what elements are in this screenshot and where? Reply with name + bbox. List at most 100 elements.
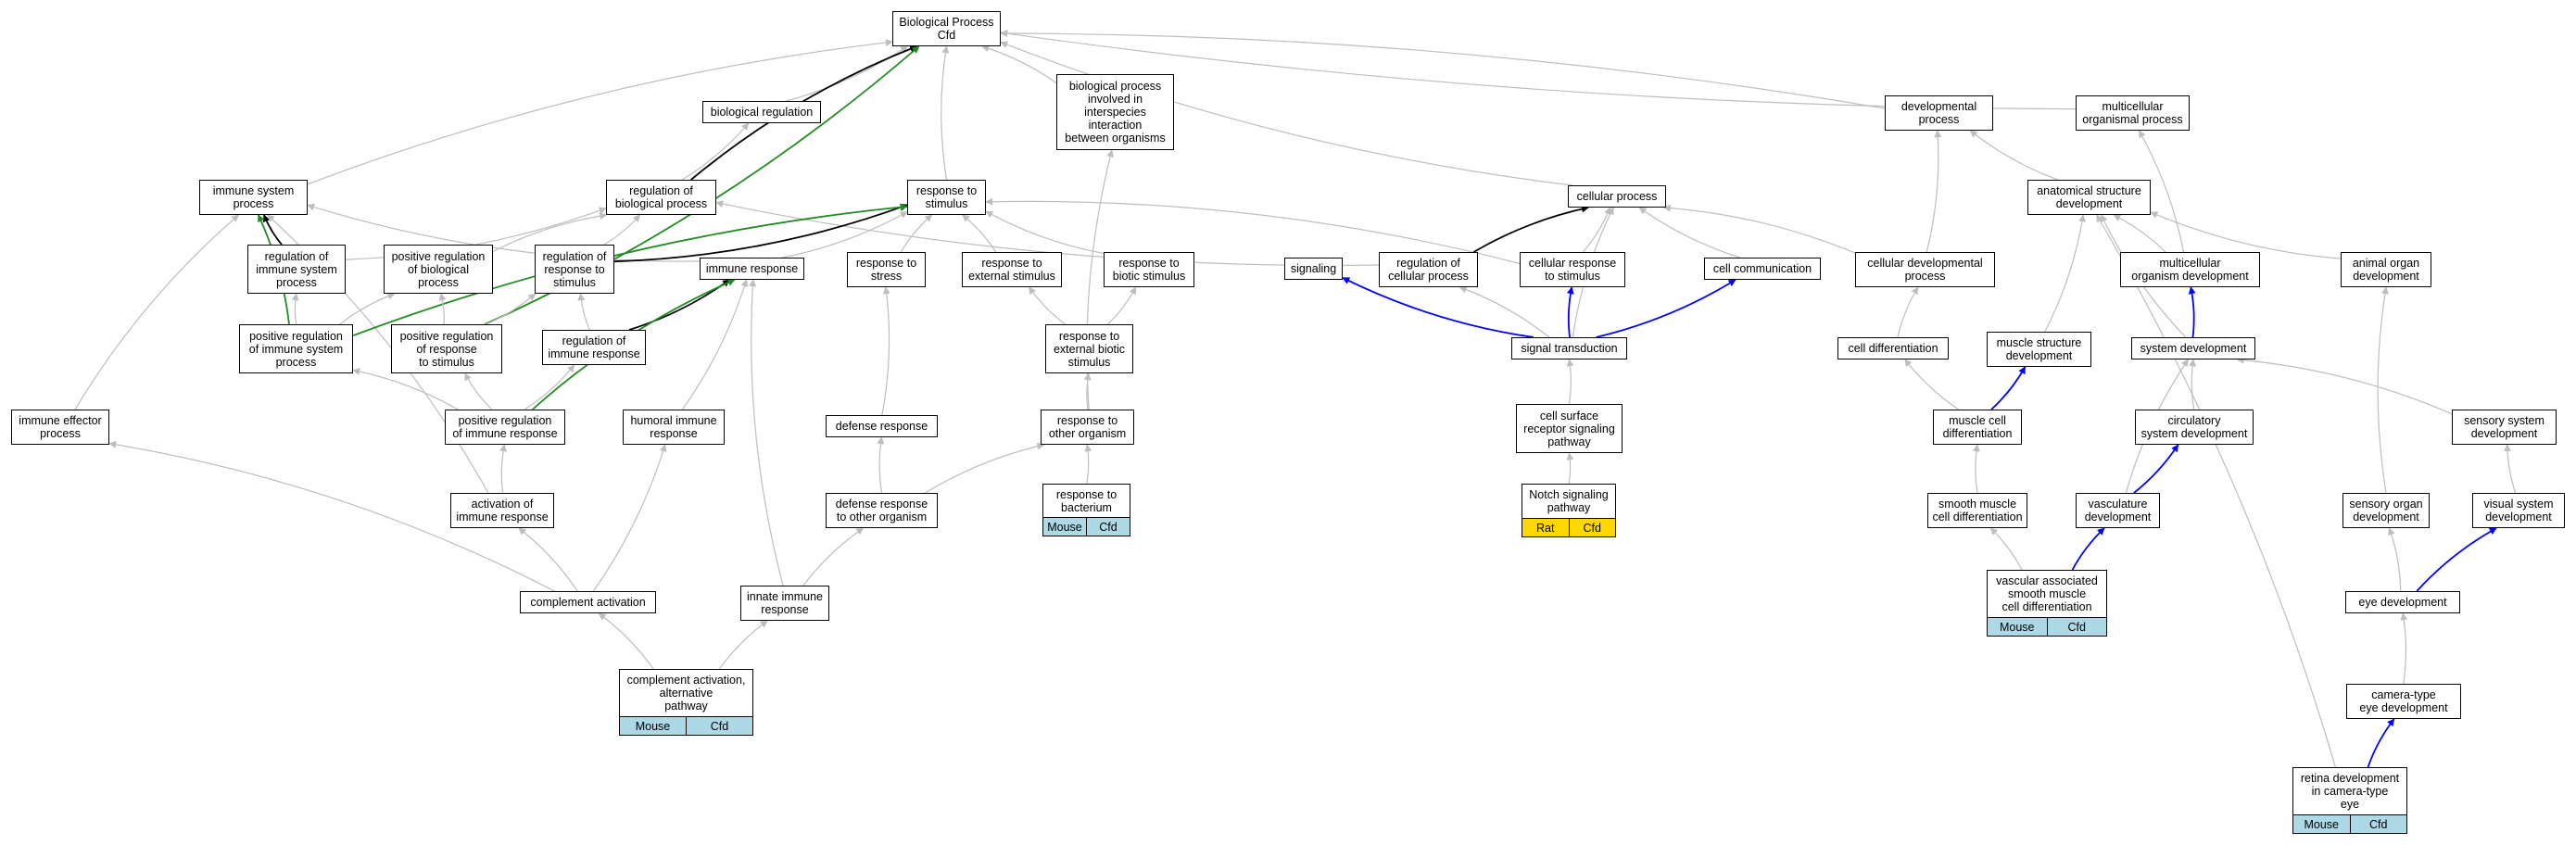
go-term-node-immsys[interactable]: immune system process <box>199 180 308 215</box>
go-term-node-immeff[interactable]: immune effector process <box>11 410 109 445</box>
edge-multidev-to-anatdev <box>2113 214 2166 253</box>
go-term-node-cellproc[interactable]: cellular process <box>1568 185 1666 208</box>
go-term-node-respother[interactable]: response to other organism <box>1041 410 1134 445</box>
gene-tag: Cfd <box>686 717 752 735</box>
go-term-node-biolreg[interactable]: biological regulation <box>702 101 821 123</box>
edge-posregimmresp-to-posregimmsys <box>352 368 459 410</box>
go-term-node-posregimmresp[interactable]: positive regulation of immune response <box>445 410 565 445</box>
go-term-node-musclecelldiff[interactable]: muscle cell differentiation <box>1933 410 2022 445</box>
edge-regimmresp-to-regresp <box>577 293 590 331</box>
edge-posregimmresp-to-posregresp <box>464 372 493 410</box>
go-term-label: Notch signaling pathway <box>1529 488 1609 514</box>
species-tag: Mouse <box>620 717 686 735</box>
edge-respstress-to-respstim <box>900 214 933 253</box>
gene-tag: Cfd <box>2046 618 2106 636</box>
edge-musclecelldiff-to-celldiff <box>1904 359 1960 410</box>
go-term-node-posregresp[interactable]: positive regulation of response to stimu… <box>391 324 502 373</box>
go-term-node-humoral[interactable]: humoral immune response <box>623 410 725 445</box>
edge-cellsurf-to-sigtrans <box>1566 359 1574 405</box>
go-term-node-vasc[interactable]: vasculature development <box>2076 493 2160 528</box>
edge-posregimmresp-to-regimmresp <box>524 364 575 410</box>
go-term-node-respextbiotic[interactable]: response to external biotic stimulus <box>1045 324 1133 373</box>
go-term-node-multiproc[interactable]: multicellular organismal process <box>2076 95 2190 131</box>
edge-immeff-to-immsys <box>74 214 240 410</box>
edge-posregresp-to-regresp <box>486 293 537 325</box>
go-term-node-sensorysys[interactable]: sensory system development <box>2452 410 2557 445</box>
edge-multidev-to-multiproc <box>2138 130 2185 253</box>
go-term-node-respstress[interactable]: response to stress <box>847 252 926 287</box>
edge-cellresp-to-respstim <box>985 197 1521 264</box>
go-term-node-sensoryorgan[interactable]: sensory organ development <box>2342 493 2430 528</box>
edge-eyedev-to-visual <box>2416 527 2497 592</box>
go-term-node-defresp[interactable]: defense response <box>826 415 938 437</box>
edge-sigtrans-to-cellcomm <box>1596 279 1736 338</box>
go-term-node-regimmresp[interactable]: regulation of immune response <box>542 330 646 365</box>
go-term-node-regimmsys[interactable]: regulation of immune system process <box>247 245 346 294</box>
go-term-node-devproc[interactable]: developmental process <box>1885 95 1993 131</box>
go-term-node-immresp[interactable]: immune response <box>700 258 804 280</box>
go-term-node-eyedev[interactable]: eye development <box>2345 591 2460 613</box>
go-term-node-sigtrans[interactable]: signal transduction <box>1511 337 1627 359</box>
go-term-label: retina development in camera-type eye <box>2300 772 2400 811</box>
go-term-node-complalt[interactable]: complement activation, alternative pathw… <box>619 669 753 736</box>
edge-posregimmsys-to-posregbio <box>339 292 396 325</box>
go-term-node-celldiff[interactable]: cell differentiation <box>1837 337 1949 359</box>
go-term-node-posregimmsys[interactable]: positive regulation of immune system pro… <box>239 324 353 373</box>
edge-vascsmooth-to-vasc <box>2071 527 2105 571</box>
edge-circsys-to-sysdev <box>2189 359 2197 410</box>
edge-cellcomm-to-cellproc <box>1638 207 1740 259</box>
go-term-node-animalorgan[interactable]: animal organ development <box>2341 252 2431 287</box>
go-term-node-innate[interactable]: innate immune response <box>740 586 829 621</box>
go-term-node-musclestruct[interactable]: muscle structure development <box>1987 332 2091 367</box>
go-term-node-respstim[interactable]: response to stimulus <box>907 180 986 215</box>
go-term-node-cellcomm[interactable]: cell communication <box>1704 258 1821 280</box>
go-term-node-regbio[interactable]: regulation of biological process <box>606 180 716 215</box>
go-term-node-interspecies[interactable]: biological process involved in interspec… <box>1056 74 1174 150</box>
go-term-node-celldevproc[interactable]: cellular developmental process <box>1855 252 1995 287</box>
go-term-node-actimm[interactable]: activation of immune response <box>450 493 554 528</box>
go-term-node-multidev[interactable]: multicellular organism development <box>2120 252 2260 287</box>
go-term-node-regresp[interactable]: regulation of response to stimulus <box>535 245 614 294</box>
go-term-node-cellresp[interactable]: cellular response to stimulus <box>1520 252 1625 287</box>
edge-complact-to-actimm <box>518 527 578 592</box>
edge-complact-to-humoral <box>592 444 667 592</box>
edge-visual-to-sensorysys <box>2503 444 2517 494</box>
edge-respextbiotic-to-respext <box>1029 286 1066 325</box>
edge-devproc-to-bp <box>1000 30 1886 109</box>
go-term-node-cameraeye[interactable]: camera-type eye development <box>2346 684 2461 719</box>
edge-regresp-to-regbio <box>603 214 641 246</box>
go-term-node-complact[interactable]: complement activation <box>520 591 656 613</box>
edge-regimmsys-to-immsys <box>262 214 283 246</box>
go-term-node-anatdev[interactable]: anatomical structure development <box>2027 180 2151 215</box>
go-term-node-signaling[interactable]: signaling <box>1284 258 1343 280</box>
go-term-node-respext[interactable]: response to external stimulus <box>962 252 1062 287</box>
edge-respext-to-respstim <box>962 214 997 253</box>
go-term-node-smoothdiff[interactable]: smooth muscle cell differentiation <box>1927 493 2027 528</box>
go-term-node-sysdev[interactable]: system development <box>2131 337 2255 359</box>
go-term-node-vascsmooth[interactable]: vascular associated smooth muscle cell d… <box>1987 570 2107 637</box>
edge-celldevproc-to-cellproc <box>1662 204 1856 254</box>
edge-biolreg-to-bp <box>786 45 909 102</box>
edge-defother-to-respother <box>925 442 1045 494</box>
go-term-node-defother[interactable]: defense response to other organism <box>826 493 938 528</box>
edge-sensoryorgan-to-animalorgan <box>2377 286 2389 494</box>
go-term-node-respbiotic[interactable]: response to biotic stimulus <box>1104 252 1194 287</box>
go-term-node-visual[interactable]: visual system development <box>2472 493 2565 528</box>
go-term-node-cellsurf[interactable]: cell surface receptor signaling pathway <box>1516 404 1623 453</box>
edge-complalt-to-innate <box>718 620 768 670</box>
go-term-node-circsys[interactable]: circulatory system development <box>2135 410 2254 445</box>
edge-celldiff-to-celldevproc <box>1897 286 1919 338</box>
species-tag: Mouse <box>2293 815 2350 833</box>
go-term-node-regcell[interactable]: regulation of cellular process <box>1379 252 1478 287</box>
go-term-node-posregbio[interactable]: positive regulation of biological proces… <box>384 245 493 294</box>
go-term-node-bp[interactable]: Biological Process Cfd <box>892 11 1001 46</box>
edge-retina-to-cameraeye <box>2367 718 2395 768</box>
edge-defresp-to-respstress <box>881 286 890 416</box>
edge-musclecelldiff-to-musclestruct <box>1990 366 2027 410</box>
